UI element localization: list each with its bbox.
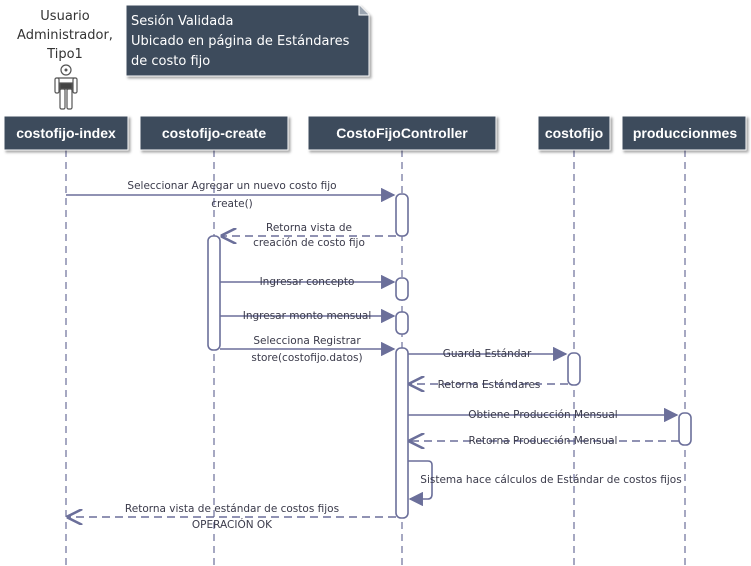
message-label-5b: store(costofijo.datos) — [251, 352, 362, 364]
lifeline-label-index: costofijo-index — [16, 125, 116, 141]
activation-controller-3 — [395, 311, 409, 335]
message-label-7: Retorna Estándares — [438, 379, 541, 391]
message-label-11b: OPERACIÓN OK — [192, 518, 273, 531]
message-label-9: Retorna Producción Mensual — [469, 435, 618, 447]
note-line-3: de costo fijo — [131, 54, 210, 69]
message-label-2a: Retorna vista de — [266, 222, 352, 234]
activation-bars — [207, 193, 692, 519]
activation-controller-2 — [395, 277, 409, 301]
actor-line-3: Tipo1 — [46, 47, 83, 62]
message-label-6: Guarda Estándar — [443, 348, 532, 360]
message-arrow-10 — [408, 460, 433, 507]
lifeline-header-index: costofijo-index — [3, 115, 129, 151]
message-label-3: Ingresar concepto — [260, 276, 355, 288]
message-label-4: Ingresar monto mensual — [243, 310, 372, 322]
activation-costofijo — [567, 352, 581, 386]
activation-produccion — [678, 412, 692, 446]
message-label-2b: creación de costo fijo — [253, 237, 365, 249]
note-line-1: Sesión Validada — [131, 14, 233, 29]
activation-controller-4 — [395, 347, 409, 519]
actor-icon — [54, 64, 78, 110]
message-label-1b: create() — [211, 198, 253, 210]
lifeline-label-controller: CostoFijoController — [336, 125, 468, 141]
actor-line-2: Administrador, — [17, 28, 113, 43]
lifeline-header-costofijo: costofijo — [537, 115, 611, 151]
messages — [66, 187, 679, 517]
lifeline-label-costofijo: costofijo — [545, 125, 603, 141]
actor-line-1: Usuario — [40, 9, 89, 24]
lifeline-headers: costofijo-index costofijo-create CostoFi… — [3, 115, 747, 151]
lifeline-label-produccion: produccionmes — [633, 125, 737, 141]
actor-label: Usuario Administrador, Tipo1 — [17, 9, 113, 62]
message-label-1a: Seleccionar Agregar un nuevo costo fijo — [127, 180, 336, 192]
session-note: Sesión Validada Ubicado en página de Est… — [125, 4, 370, 77]
message-labels: Seleccionar Agregar un nuevo costo fijo … — [125, 180, 682, 531]
message-label-8: Obtiene Producción Mensual — [468, 409, 617, 421]
message-label-10: Sistema hace cálculos de Estándar de cos… — [420, 474, 681, 486]
lifeline-header-controller: CostoFijoController — [307, 115, 497, 151]
lifeline-header-produccion: produccionmes — [621, 115, 747, 151]
lifeline-label-create: costofijo-create — [162, 125, 266, 141]
message-label-5a: Selecciona Registrar — [253, 335, 361, 347]
lifeline-header-create: costofijo-create — [139, 115, 289, 151]
activation-controller-1 — [395, 193, 409, 237]
activation-create — [207, 235, 221, 351]
message-label-11a: Retorna vista de estándar de costos fijo… — [125, 503, 339, 515]
note-line-2: Ubicado en página de Estándares — [131, 34, 350, 49]
